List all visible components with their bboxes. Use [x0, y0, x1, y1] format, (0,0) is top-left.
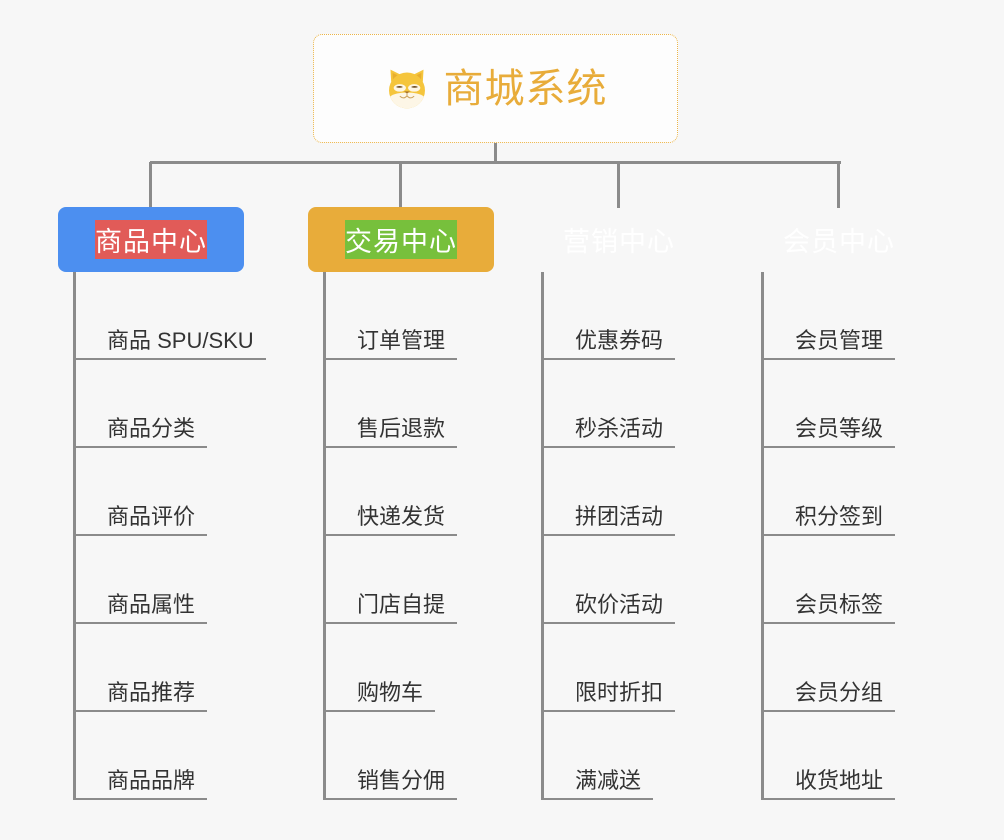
leaf-label: 商品推荐 — [107, 680, 196, 705]
connector-drop-1 — [149, 162, 152, 208]
leaf-label: 商品 SPU/SKU — [107, 328, 254, 353]
leaf-label: 快递发货 — [357, 504, 446, 529]
leaf-underline — [326, 710, 435, 712]
connector-drop-2 — [399, 162, 402, 208]
list-item[interactable]: 快递发货 — [326, 448, 494, 536]
branch-items-2: 订单管理 售后退款 快递发货 门店自提 购物车 销售分佣 — [323, 272, 494, 800]
branch-header-2[interactable]: 交易中心 — [308, 207, 494, 272]
leaf-label: 订单管理 — [357, 328, 446, 353]
branch-items-4: 会员管理 会员等级 积分签到 会员标签 会员分组 收货地址 — [761, 272, 932, 800]
branch-header-label: 会员中心 — [783, 227, 895, 257]
connector-root-stem — [494, 143, 497, 164]
list-item[interactable]: 会员分组 — [764, 624, 932, 712]
leaf-underline — [764, 710, 895, 712]
list-item[interactable]: 购物车 — [326, 624, 494, 712]
leaf-underline — [544, 710, 675, 712]
leaf-underline — [76, 798, 207, 800]
leaf-label: 砍价活动 — [575, 592, 664, 617]
branch-column-2: 交易中心 订单管理 售后退款 快递发货 门店自提 购物车 — [308, 207, 494, 800]
leaf-underline — [76, 710, 207, 712]
leaf-label: 门店自提 — [357, 592, 446, 617]
leaf-label: 秒杀活动 — [575, 416, 664, 441]
list-item[interactable]: 收货地址 — [764, 712, 932, 800]
leaf-label: 会员标签 — [795, 592, 884, 617]
list-item[interactable]: 商品评价 — [76, 448, 244, 536]
connector-horizontal-bus — [150, 161, 841, 164]
leaf-underline — [764, 446, 895, 448]
list-item[interactable]: 积分签到 — [764, 448, 932, 536]
leaf-underline — [76, 446, 207, 448]
list-item[interactable]: 商品 SPU/SKU — [76, 272, 266, 360]
leaf-label: 拼团活动 — [575, 504, 664, 529]
leaf-underline — [764, 358, 895, 360]
list-item[interactable]: 售后退款 — [326, 360, 494, 448]
leaf-label: 积分签到 — [795, 504, 884, 529]
leaf-label: 购物车 — [357, 680, 424, 705]
list-item[interactable]: 销售分佣 — [326, 712, 494, 800]
root-title: 商城系统 — [443, 66, 608, 111]
leaf-label: 商品属性 — [107, 592, 196, 617]
leaf-underline — [76, 622, 207, 624]
connector-drop-4 — [837, 162, 840, 208]
branch-header-4[interactable]: 会员中心 — [746, 207, 932, 272]
leaf-underline — [76, 534, 207, 536]
leaf-underline — [764, 798, 895, 800]
leaf-underline — [326, 798, 457, 800]
leaf-label: 售后退款 — [357, 416, 446, 441]
leaf-label: 优惠券码 — [575, 328, 664, 353]
shiba-dog-icon — [388, 69, 425, 108]
branch-column-3: 营销中心 优惠券码 秒杀活动 拼团活动 砍价活动 限时折扣 — [526, 207, 712, 800]
branch-header-label: 商品中心 — [95, 220, 207, 259]
leaf-label: 会员分组 — [795, 680, 884, 705]
branch-header-3[interactable]: 营销中心 — [526, 207, 712, 272]
leaf-label: 限时折扣 — [575, 680, 664, 705]
list-item[interactable]: 限时折扣 — [544, 624, 712, 712]
branch-column-1: 商品中心 商品 SPU/SKU 商品分类 商品评价 商品属性 商品推荐 — [58, 207, 266, 800]
leaf-label: 收货地址 — [795, 768, 884, 793]
leaf-underline — [764, 534, 895, 536]
leaf-underline — [326, 446, 457, 448]
list-item[interactable]: 商品推荐 — [76, 624, 244, 712]
list-item[interactable]: 会员等级 — [764, 360, 932, 448]
leaf-underline — [544, 446, 675, 448]
list-item[interactable]: 订单管理 — [326, 272, 494, 360]
list-item[interactable]: 砍价活动 — [544, 536, 712, 624]
leaf-label: 会员等级 — [795, 416, 884, 441]
list-item[interactable]: 会员管理 — [764, 272, 932, 360]
branch-header-label: 营销中心 — [563, 227, 675, 257]
leaf-label: 商品评价 — [107, 504, 196, 529]
root-node-content: 商城系统 — [384, 66, 608, 112]
leaf-label: 商品品牌 — [107, 768, 196, 793]
leaf-underline — [326, 534, 457, 536]
leaf-underline — [544, 798, 653, 800]
leaf-label: 商品分类 — [107, 416, 196, 441]
list-item[interactable]: 满减送 — [544, 712, 712, 800]
leaf-underline — [764, 622, 895, 624]
branch-items-3: 优惠券码 秒杀活动 拼团活动 砍价活动 限时折扣 满减送 — [541, 272, 712, 800]
leaf-underline — [326, 358, 457, 360]
leaf-underline — [544, 534, 675, 536]
list-item[interactable]: 商品分类 — [76, 360, 244, 448]
branch-header-1[interactable]: 商品中心 — [58, 207, 244, 272]
leaf-underline — [326, 622, 457, 624]
leaf-label: 满减送 — [575, 768, 642, 793]
list-item[interactable]: 门店自提 — [326, 536, 494, 624]
leaf-underline — [544, 622, 675, 624]
leaf-label: 会员管理 — [795, 328, 884, 353]
list-item[interactable]: 秒杀活动 — [544, 360, 712, 448]
connector-drop-3 — [617, 162, 620, 208]
leaf-label: 销售分佣 — [357, 768, 446, 793]
list-item[interactable]: 拼团活动 — [544, 448, 712, 536]
list-item[interactable]: 会员标签 — [764, 536, 932, 624]
list-item[interactable]: 优惠券码 — [544, 272, 712, 360]
list-item[interactable]: 商品属性 — [76, 536, 244, 624]
leaf-underline — [76, 358, 266, 360]
branch-items-1: 商品 SPU/SKU 商品分类 商品评价 商品属性 商品推荐 商品品牌 — [73, 272, 266, 800]
list-item[interactable]: 商品品牌 — [76, 712, 244, 800]
branch-header-label: 交易中心 — [345, 220, 457, 259]
leaf-underline — [544, 358, 675, 360]
branch-column-4: 会员中心 会员管理 会员等级 积分签到 会员标签 会员分组 — [746, 207, 932, 800]
root-node[interactable]: 商城系统 — [313, 34, 678, 143]
